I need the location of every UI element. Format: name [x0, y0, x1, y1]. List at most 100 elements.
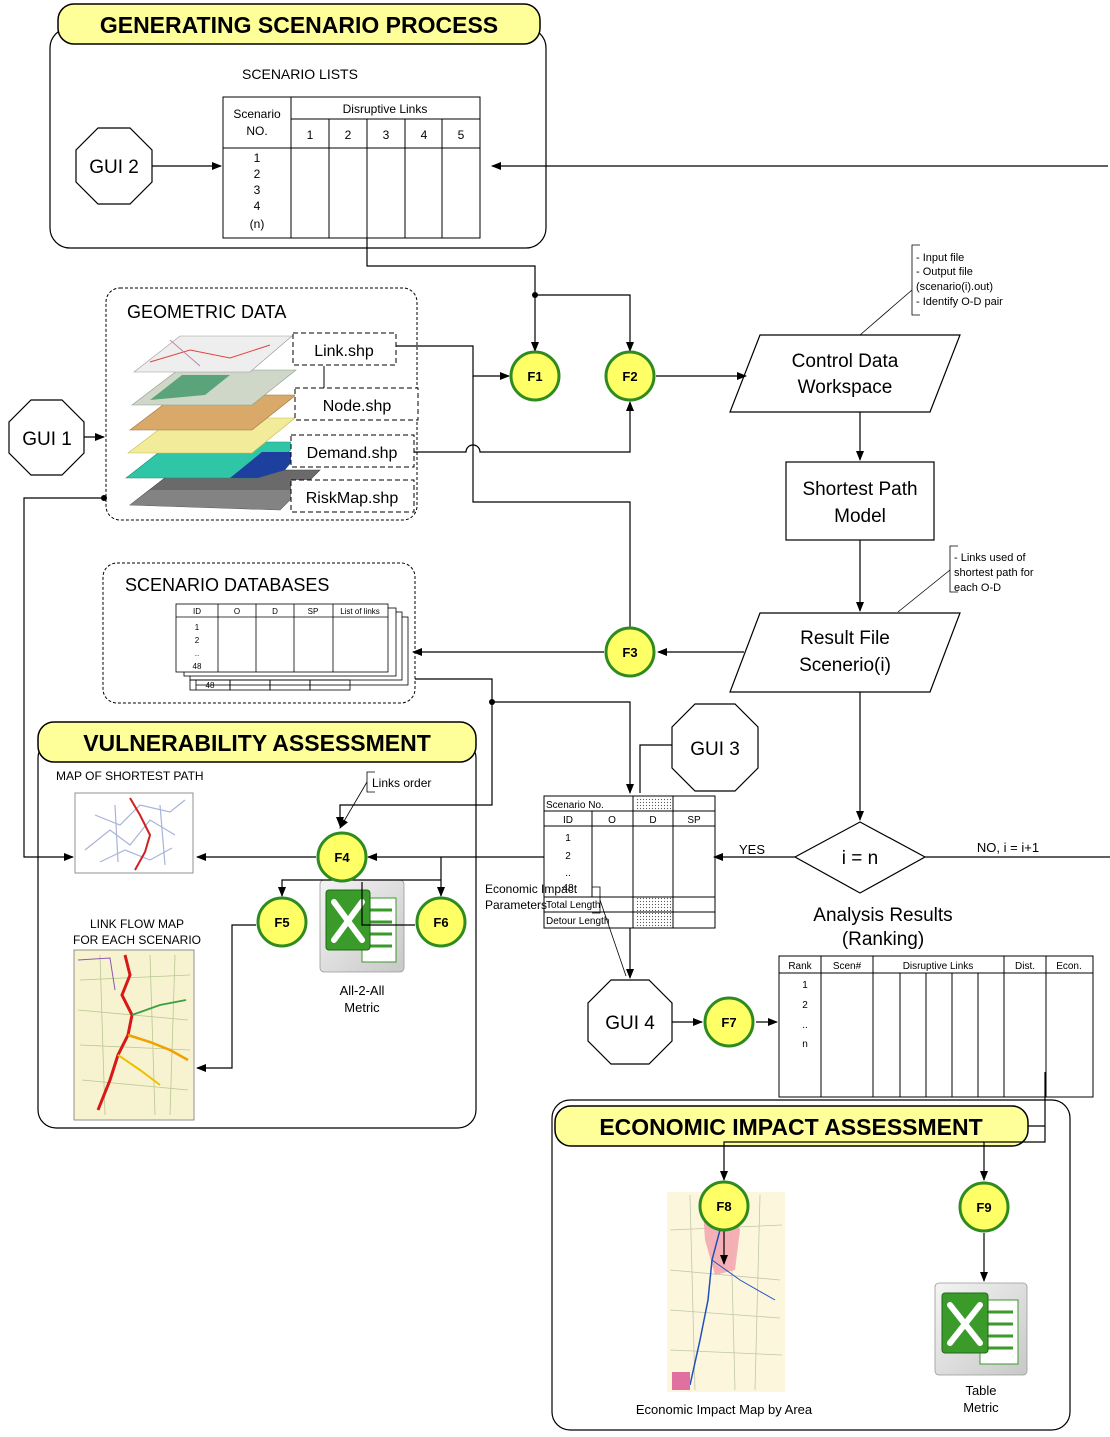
f5-node[interactable]: F5 [256, 896, 308, 948]
col-scenario: Scenario [233, 107, 281, 121]
svg-text:ECONOMIC IMPACT ASSESSMENT: ECONOMIC IMPACT ASSESSMENT [599, 1114, 982, 1140]
svg-text:F8: F8 [716, 1199, 731, 1214]
db-row: 48 [193, 662, 202, 671]
rank-row: 1 [802, 980, 808, 991]
f8-node[interactable]: F8 [698, 1180, 750, 1232]
scenario-no-label: Scenario No. [546, 800, 604, 811]
gui4-octagon[interactable]: GUI 4 [587, 979, 673, 1065]
db-col-d: D [272, 607, 278, 616]
col-scenario-no: NO. [246, 124, 267, 138]
generating-title: GENERATING SCENARIO PROCESS [57, 3, 541, 45]
connector [415, 678, 493, 702]
no-label: NO, i = i+1 [977, 840, 1039, 855]
rank-row: .. [802, 1020, 808, 1031]
gui2-octagon[interactable]: GUI 2 [75, 127, 153, 205]
shortest-path-map-image [74, 792, 194, 874]
result-file: Result File Scenerio(i) [729, 612, 961, 693]
rank-row: n [802, 1039, 808, 1050]
scenario-db-box [102, 562, 416, 704]
geometric-data-title: GEOMETRIC DATA [127, 302, 286, 322]
connector [361, 882, 415, 926]
db-row: .. [195, 649, 199, 658]
control-note: - Input file - Output file (scenario(i).… [859, 244, 1003, 336]
result-col: SP [687, 815, 701, 826]
scenario-lists-title: SCENARIO LISTS [242, 66, 358, 82]
connector [472, 376, 631, 628]
economic-title: ECONOMIC IMPACT ASSESSMENT [554, 1105, 1029, 1147]
svg-text:Model: Model [834, 506, 886, 527]
svg-text:F9: F9 [976, 1200, 991, 1215]
svg-text:Links order: Links order [372, 776, 431, 790]
links-note: - Links used of shortest path for each O… [897, 545, 1034, 613]
rank-col: Rank [788, 961, 812, 972]
row-label: 4 [254, 199, 261, 213]
svg-text:Scenerio(i): Scenerio(i) [799, 655, 891, 676]
arrow [414, 401, 634, 453]
db-row: 2 [195, 636, 200, 645]
node-shp-file: Node.shp [294, 387, 419, 421]
svg-text:- Input file: - Input file [916, 252, 964, 264]
svg-text:Shortest Path: Shortest Path [802, 479, 917, 500]
gui3-octagon[interactable]: GUI 3 [671, 703, 759, 792]
arrow [492, 701, 634, 794]
svg-text:shortest path for: shortest path for [954, 567, 1034, 579]
analysis-results-title: Analysis Results [813, 905, 952, 926]
result-row: 2 [565, 851, 571, 862]
svg-text:Result File: Result File [800, 628, 890, 649]
scen-col: Scen# [833, 961, 862, 972]
f6-node[interactable]: F6 [415, 896, 467, 948]
result-col: D [649, 815, 656, 826]
f9-node[interactable]: F9 [958, 1181, 1010, 1233]
svg-text:F1: F1 [527, 369, 542, 384]
demand-shp-file: Demand.shp [290, 434, 415, 468]
svg-text:Demand.shp: Demand.shp [307, 445, 398, 462]
f1-node[interactable]: F1 [509, 350, 561, 402]
arrow [980, 1072, 1046, 1181]
result-col: ID [563, 815, 573, 826]
svg-text:Parameters: Parameters [485, 898, 547, 912]
dist-col: Dist. [1015, 961, 1035, 972]
result-col: O [608, 815, 616, 826]
control-data-workspace: Control Data Workspace [729, 334, 961, 413]
f3-node[interactable]: F3 [604, 626, 656, 678]
riskmap-shp-file: RiskMap.shp [290, 479, 415, 513]
flow-map-label: LINK FLOW MAP [90, 917, 184, 931]
yes-label: YES [739, 842, 765, 857]
col-disruptive-links: Disruptive Links [343, 102, 428, 116]
detour-length-label: Detour Length [546, 916, 609, 927]
svg-text:each O-D: each O-D [954, 582, 1001, 594]
arrow [720, 1141, 984, 1181]
svg-text:i = n: i = n [842, 848, 878, 869]
svg-text:F6: F6 [433, 915, 448, 930]
db-col-sp: SP [308, 607, 319, 616]
svg-text:Control Data: Control Data [792, 351, 899, 372]
gui1-octagon[interactable]: GUI 1 [8, 399, 85, 476]
f4-node[interactable]: F4 [316, 831, 368, 883]
svg-text:F4: F4 [334, 850, 350, 865]
disruptive-links-col: Disruptive Links [903, 961, 974, 972]
row-label: (n) [250, 217, 265, 231]
scenario-db-table [176, 604, 388, 691]
link-col: 5 [458, 128, 465, 142]
economic-map-caption: Economic Impact Map by Area [636, 1402, 813, 1417]
layered-maps-image [125, 335, 321, 511]
svg-text:- Output file: - Output file [916, 266, 973, 278]
connector [366, 238, 536, 295]
flow-map-label: FOR EACH SCENARIO [73, 933, 201, 947]
link-shp-file: Link.shp [292, 332, 397, 366]
f2-node[interactable]: F2 [604, 350, 656, 402]
link-col: 3 [383, 128, 390, 142]
svg-text:GUI 1: GUI 1 [22, 429, 72, 450]
econ-col: Econ. [1056, 961, 1082, 972]
total-length-label: Total Length [546, 900, 601, 911]
svg-text:Link.shp: Link.shp [314, 343, 374, 360]
economic-panel [551, 1099, 1071, 1431]
row-label: 2 [254, 167, 261, 181]
shortest-path-model: Shortest Path Model [785, 461, 935, 541]
table-metric-label: Table [965, 1383, 996, 1398]
svg-text:(scenario(i).out): (scenario(i).out) [916, 281, 993, 293]
svg-text:Economic Impact: Economic Impact [485, 882, 578, 896]
decision-diamond: i = n [793, 821, 927, 894]
row-label: 1 [254, 151, 261, 165]
f7-node[interactable]: F7 [703, 996, 755, 1048]
